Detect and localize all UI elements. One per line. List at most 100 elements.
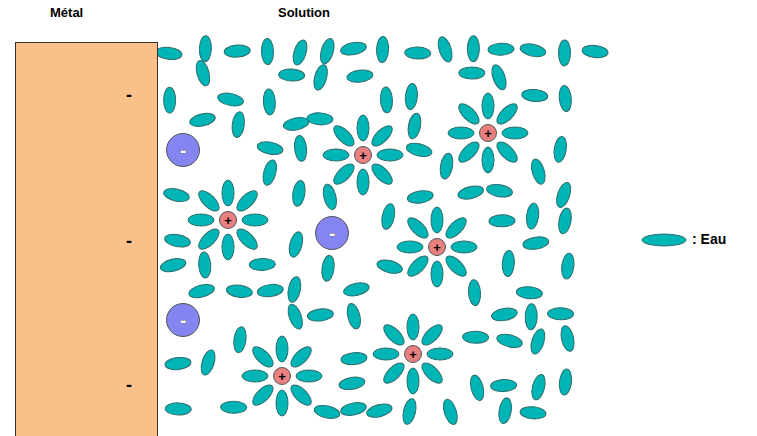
- water-molecule: [547, 308, 573, 321]
- water-molecule: [462, 331, 488, 344]
- water-molecule: [217, 91, 245, 108]
- ion-charge: +: [278, 370, 286, 383]
- water-molecule: [376, 258, 404, 276]
- water-molecule: [405, 141, 433, 159]
- hydration-water: [397, 241, 423, 253]
- hydration-water: [249, 343, 276, 370]
- water-molecule: [287, 230, 305, 258]
- anion: -: [315, 216, 349, 250]
- water-molecule: [318, 37, 337, 65]
- water-molecule: [165, 402, 191, 415]
- hydration-water: [222, 180, 234, 206]
- water-molecule: [468, 279, 482, 306]
- water-molecule: [313, 403, 341, 420]
- water-molecule: [231, 111, 246, 138]
- water-molecule: [552, 136, 568, 163]
- cation: +: [273, 367, 291, 385]
- hydration-water: [222, 234, 234, 260]
- water-molecule: [340, 351, 367, 365]
- water-molecule: [286, 276, 303, 304]
- hydration-water: [419, 360, 446, 387]
- water-molecule: [490, 379, 517, 392]
- water-molecule: [405, 47, 431, 60]
- water-molecule: [559, 325, 576, 353]
- hydration-water: [288, 343, 315, 370]
- water-molecule: [291, 180, 307, 208]
- hydration-water: [276, 390, 288, 416]
- water-molecule: [256, 140, 284, 157]
- water-molecule: [345, 302, 363, 330]
- water-molecule: [558, 368, 573, 395]
- water-molecule: [164, 232, 192, 248]
- water-molecule: [435, 35, 454, 63]
- metal-electrode: Métal---: [15, 42, 158, 436]
- water-molecule: [486, 183, 514, 199]
- cation: +: [219, 211, 237, 229]
- solution-label: Solution: [278, 5, 330, 20]
- hydration-water: [404, 214, 431, 241]
- ion-charge: +: [359, 149, 367, 162]
- water-molecule: [346, 68, 373, 83]
- water-molecule: [407, 189, 435, 205]
- water-molecule: [525, 304, 538, 330]
- hydration-water: [296, 370, 322, 382]
- water-molecule: [468, 374, 486, 402]
- hydration-water: [234, 187, 261, 214]
- water-molecule: [376, 36, 389, 62]
- ion-charge: +: [433, 241, 441, 254]
- water-molecule: [528, 327, 547, 355]
- hydration-water: [431, 207, 443, 233]
- hydration-water: [431, 261, 443, 287]
- water-molecule: [340, 400, 368, 417]
- hydration-water: [407, 314, 419, 340]
- hydration-water: [357, 115, 369, 141]
- water-molecule: [224, 44, 251, 58]
- ion-charge: +: [484, 127, 492, 140]
- water-molecule: [495, 332, 523, 350]
- water-molecule: [307, 308, 334, 323]
- water-molecule: [162, 186, 190, 203]
- water-molecule: [340, 40, 368, 57]
- hydration-water: [380, 321, 407, 348]
- water-molecule: [194, 59, 213, 87]
- ion-charge: -: [180, 310, 187, 330]
- water-molecule: [525, 202, 540, 229]
- water-molecule: [263, 89, 276, 116]
- water-molecule: [342, 281, 370, 298]
- water-molecule: [261, 38, 274, 64]
- water-molecule: [467, 36, 479, 62]
- hydration-water: [404, 253, 431, 280]
- water-molecule: [558, 85, 572, 112]
- water-molecule: [380, 87, 393, 114]
- water-molecule: [199, 348, 218, 376]
- water-molecule: [457, 184, 485, 202]
- water-molecule: [401, 398, 418, 426]
- water-molecule: [365, 401, 393, 419]
- hydration-water: [482, 147, 494, 173]
- hydration-water: [369, 122, 396, 149]
- water-molecule: [155, 46, 182, 61]
- hydration-water: [242, 214, 268, 226]
- legend-text: : Eau: [692, 231, 726, 247]
- water-molecule: [530, 373, 548, 401]
- water-molecule: [293, 135, 308, 162]
- water-molecule: [221, 401, 247, 413]
- cation: +: [354, 146, 372, 164]
- cation: +: [428, 238, 446, 256]
- water-molecule: [159, 256, 187, 274]
- ion-charge: -: [180, 140, 187, 160]
- hydration-water: [427, 348, 453, 360]
- water-molecule: [232, 326, 247, 353]
- water-molecule: [278, 68, 305, 81]
- water-molecule: [516, 286, 543, 300]
- hydration-water: [330, 161, 357, 188]
- hydration-water: [443, 253, 470, 280]
- water-molecule: [491, 306, 519, 322]
- water-molecule: [249, 258, 275, 271]
- water-molecule: [497, 397, 513, 425]
- hydration-water: [195, 187, 222, 214]
- hydration-water: [455, 139, 482, 166]
- hydration-water: [494, 139, 521, 166]
- hydration-water: [188, 214, 214, 226]
- surface-charge: -: [126, 231, 132, 252]
